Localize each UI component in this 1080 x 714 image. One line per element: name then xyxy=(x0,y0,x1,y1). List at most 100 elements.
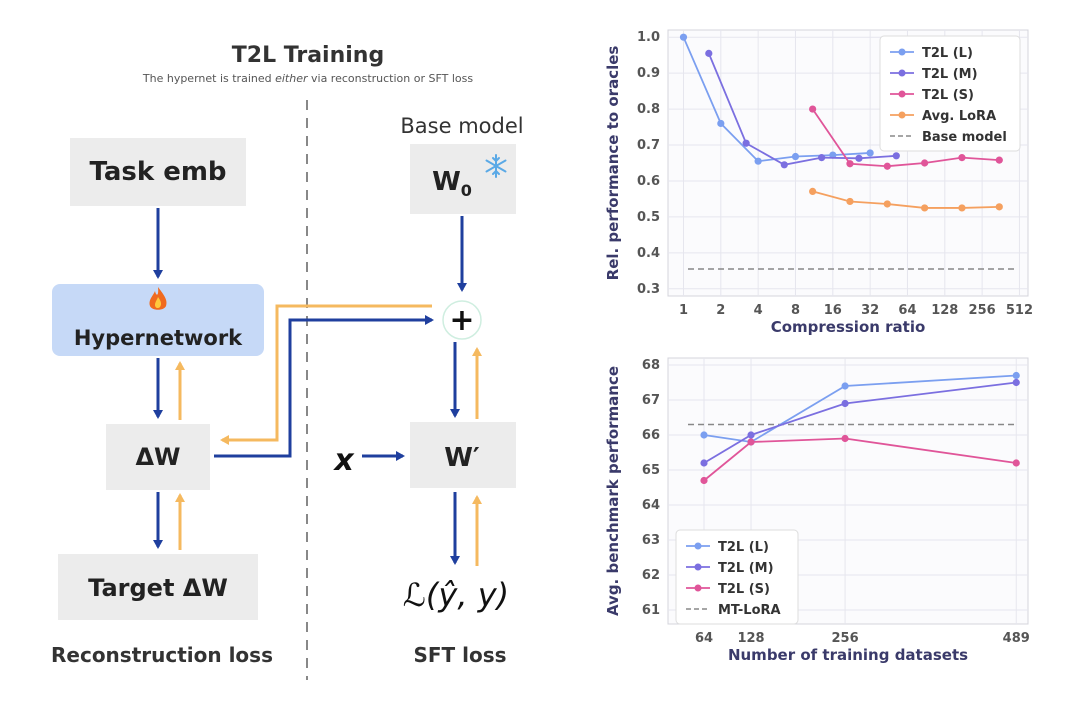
x-tick-label: 64 xyxy=(898,303,916,318)
x-tick-label: 16 xyxy=(824,303,842,318)
snowflake-icon xyxy=(485,154,507,178)
legend-label: T2L (L) xyxy=(922,46,973,61)
series-line xyxy=(682,36,871,163)
y-tick-label: 0.3 xyxy=(637,282,660,297)
plus-symbol: + xyxy=(449,303,474,338)
training-diagram: T2L Training The hypernet is trained eit… xyxy=(51,43,524,680)
x-tick-label: 8 xyxy=(791,303,800,318)
loss-expression: ℒ(ŷ, y) xyxy=(403,576,509,614)
x-tick-label: 2 xyxy=(716,303,725,318)
legend-label: Base model xyxy=(922,130,1007,145)
data-point xyxy=(1012,371,1020,380)
y-tick-label: 0.7 xyxy=(637,138,660,153)
legend-marker xyxy=(694,584,702,592)
hypernetwork-label: Hypernetwork xyxy=(74,326,243,350)
legend-marker xyxy=(898,90,906,98)
legend-label: T2L (S) xyxy=(718,582,770,597)
legend-label: T2L (M) xyxy=(718,561,774,576)
x-tick-label: 128 xyxy=(931,303,958,318)
w0-label: W0 xyxy=(432,167,472,200)
plus-node xyxy=(442,300,482,340)
y-tick-label: 0.4 xyxy=(637,246,660,261)
data-point xyxy=(995,203,1003,211)
x-tick-label: 256 xyxy=(969,303,996,318)
data-point xyxy=(958,154,966,162)
x-axis-label: Number of training datasets xyxy=(728,646,968,664)
data-point xyxy=(866,149,874,157)
data-point xyxy=(700,431,708,439)
series-line xyxy=(703,381,1017,464)
legend-marker xyxy=(898,111,906,119)
sft-loss-label: SFT loss xyxy=(413,643,506,667)
y-tick-label: 0.5 xyxy=(637,210,660,225)
data-point xyxy=(846,197,854,206)
x-tick-label: 489 xyxy=(1003,631,1030,646)
data-point xyxy=(958,204,966,212)
diagram-subtitle: The hypernet is trained either via recon… xyxy=(142,72,473,85)
task-emb-label: Task emb xyxy=(89,157,226,187)
data-point xyxy=(700,459,708,467)
y-tick-label: 68 xyxy=(642,358,660,373)
y-tick-label: 0.8 xyxy=(637,102,660,117)
data-point xyxy=(818,154,826,162)
hypernetwork-box xyxy=(52,284,264,356)
x-tick-label: 1 xyxy=(679,303,688,318)
data-point xyxy=(1012,459,1020,467)
data-point xyxy=(921,159,929,167)
reconstruction-loss-label: Reconstruction loss xyxy=(51,643,273,667)
data-point xyxy=(705,49,713,57)
base-model-label: Base model xyxy=(400,114,523,138)
legend-box xyxy=(879,35,1021,152)
x-axis-label: Compression ratio xyxy=(771,318,926,336)
w-prime-label: W′ xyxy=(444,443,480,473)
legend-marker xyxy=(898,69,906,77)
diagram-title: T2L Training xyxy=(232,43,384,68)
data-point xyxy=(717,119,725,128)
series-line xyxy=(703,437,1017,482)
target-delta-w-box xyxy=(58,554,258,620)
delta-w-box xyxy=(106,424,210,490)
data-point xyxy=(841,434,849,443)
data-point xyxy=(700,476,708,485)
legend-box xyxy=(675,529,799,625)
legend-label: T2L (M) xyxy=(922,67,978,82)
y-tick-label: 66 xyxy=(642,428,660,443)
legend-marker xyxy=(898,48,906,56)
delta-w-label: ΔW xyxy=(135,443,180,471)
task-emb-box xyxy=(70,138,246,206)
x-tick-label: 512 xyxy=(1006,303,1033,318)
x-tick-label: 64 xyxy=(695,631,713,646)
data-point xyxy=(892,152,900,160)
data-point xyxy=(841,399,849,408)
legend-label: T2L (L) xyxy=(718,540,769,555)
data-point xyxy=(855,154,863,162)
x-tick-label: 4 xyxy=(754,303,763,318)
data-point xyxy=(841,382,849,390)
legend-marker xyxy=(694,542,702,550)
legend-label: MT-LoRA xyxy=(718,603,781,618)
data-point xyxy=(679,33,688,41)
y-tick-label: 0.6 xyxy=(637,174,660,189)
series-line xyxy=(707,53,897,166)
series-line xyxy=(811,108,1000,168)
data-point xyxy=(791,152,800,161)
x-tick-label: 256 xyxy=(831,631,858,646)
y-tick-label: 61 xyxy=(642,603,660,618)
target-delta-w-label: Target ΔW xyxy=(88,574,228,602)
y-tick-label: 0.9 xyxy=(637,66,660,81)
data-point xyxy=(754,157,762,165)
w0-box xyxy=(410,144,516,214)
x-tick-label: 32 xyxy=(861,303,879,318)
y-tick-label: 62 xyxy=(642,568,660,583)
data-point xyxy=(846,160,854,168)
data-point xyxy=(883,200,891,208)
y-axis-label: Rel. performance to oracles xyxy=(604,46,622,281)
data-point xyxy=(780,161,788,169)
x-tick-label: 128 xyxy=(737,631,764,646)
data-point xyxy=(921,204,929,212)
data-point xyxy=(747,438,755,446)
y-tick-label: 64 xyxy=(642,498,660,513)
data-point xyxy=(1012,378,1020,387)
